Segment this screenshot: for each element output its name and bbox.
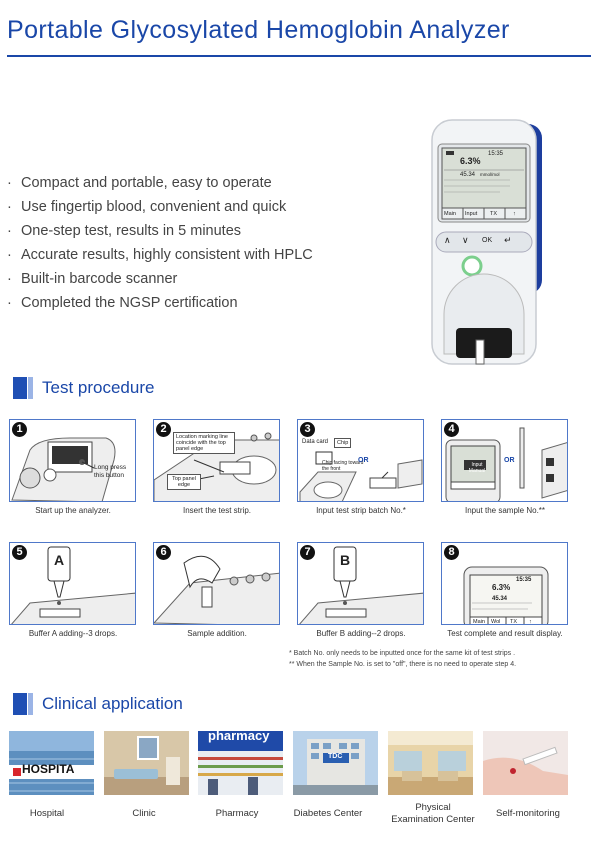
step-1-illustration: 1 Long press this button (9, 419, 136, 502)
step-4-illustration: 4 Input Manual OR (441, 419, 568, 502)
feature-item: ·Accurate results, highly consistent wit… (7, 247, 313, 263)
clinic-label: Clinic (132, 808, 156, 819)
step-8-illustration: 8 15:35 6.3% 45.34 Main Wol TX ↑ (441, 542, 568, 625)
pharmacy-label: Pharmacy (215, 808, 259, 819)
step-5-bottle-label: A (54, 552, 65, 568)
step-5-illustration: 5 A (9, 542, 136, 625)
step-2-callout-edge: Top panel edge (167, 474, 201, 490)
device-screen-time: 15:35 (488, 151, 504, 157)
device-softkey: ↑ (513, 211, 516, 217)
step-1-caption: Start up the analyzer. (35, 506, 111, 515)
step-3-callout-card: Data card (302, 439, 329, 445)
feature-item: ·Use fingertip blood, convenient and qui… (7, 199, 287, 215)
device-key: ∨ (462, 235, 469, 245)
step-7-bottle-label: B (340, 552, 351, 568)
device-key: ↵ (504, 235, 512, 245)
analyzer-device-image: 15:35 6.3% 45.34 mmol/mol Main Input TX … (430, 118, 546, 366)
step-7-caption: Buffer B adding--2 drops. (316, 629, 406, 638)
hospital-sign: HOSPITA (22, 762, 75, 776)
step-4-screen-text: Input Manual (468, 462, 486, 474)
pharmacy-sign: pharmacy (208, 731, 270, 743)
device-screen-result: 6.3% (460, 156, 481, 166)
step-2-illustration: 2 Location marking line coincide with th… (153, 419, 280, 502)
procedure-notes: * Batch No. only needs to be inputted on… (289, 648, 516, 670)
step-3-or: OR (358, 457, 369, 464)
physical-exam-center-photo (388, 731, 473, 795)
hospital-label: Hospital (29, 808, 65, 819)
step-7-illustration: 7 B (297, 542, 424, 625)
physical-exam-center-label: Physical Examination Center (391, 802, 475, 825)
step-2-caption: Insert the test strip. (182, 506, 252, 515)
step-number-1: 1 (12, 422, 27, 437)
step-6-caption: Sample addition. (187, 629, 247, 638)
diabetes-center-sign: TDC (328, 753, 343, 760)
step-2-callout-marking: Location marking line coincide with the … (173, 432, 235, 454)
step-8-softkey: TX (510, 619, 518, 625)
step-8-softkey: Main (473, 619, 485, 625)
device-screen-ifcc: 45.34 (460, 172, 476, 178)
step-1-callout: Long press this button (94, 464, 127, 479)
step-number-4: 4 (444, 422, 459, 437)
self-monitoring-photo (483, 731, 568, 795)
step-3-callout-chip: Chip (334, 438, 352, 448)
step-8-result: 6.3% (492, 583, 511, 592)
diabetes-center-label: Diabetes Center (293, 808, 363, 819)
device-softkey: TX (490, 211, 498, 217)
feature-item: ·Completed the NGSP certification (7, 295, 238, 311)
device-softkey: Input (465, 211, 478, 217)
step-4-or: OR (504, 457, 515, 464)
device-screen-unit: mmol/mol (480, 172, 500, 177)
feature-item: ·One-step test, results in 5 minutes (7, 223, 242, 239)
device-key: ∧ (444, 235, 451, 245)
feature-item: ·Built-in barcode scanner (7, 271, 178, 287)
step-8-softkey: Wol (491, 619, 501, 625)
page-title: Portable Glycosylated Hemoglobin Analyze… (7, 16, 510, 44)
clinic-photo (104, 731, 189, 795)
step-5-caption: Buffer A adding--3 drops. (28, 629, 118, 638)
title-underline (7, 55, 591, 57)
step-3-callout-facing: Chip facing toward the front (322, 460, 364, 472)
step-6-illustration: 6 (153, 542, 280, 625)
feature-list: ·Compact and portable, easy to operate ·… (7, 171, 313, 315)
step-number-2: 2 (156, 422, 171, 437)
device-softkey: Main (444, 211, 456, 217)
step-8-softkey: ↑ (529, 619, 532, 625)
device-key: OK (482, 237, 493, 244)
step-4-caption: Input the sample No.** (464, 506, 546, 515)
hospital-photo: HOSPITA (9, 731, 94, 795)
step-8-caption: Test complete and result display. (447, 629, 563, 638)
step-3-caption: Input test strip batch No.* (316, 506, 406, 515)
step-8-time: 15:35 (516, 577, 532, 583)
diabetes-center-photo: TDC (293, 731, 378, 795)
note-batch: * Batch No. only needs to be inputted on… (289, 650, 516, 657)
pharmacy-photo: pharmacy (198, 731, 283, 795)
feature-item: ·Compact and portable, easy to operate (7, 175, 272, 191)
self-monitoring-label: Self-monitoring (496, 808, 560, 819)
step-number-7: 7 (300, 545, 315, 560)
note-sample: ** When the Sample No. is set to "off", … (289, 661, 517, 668)
step-3-illustration: 3 Data card Chip Chip facing toward the … (297, 419, 424, 502)
step-8-ifcc: 45.34 (492, 596, 508, 602)
step-number-8: 8 (444, 545, 459, 560)
step-number-6: 6 (156, 545, 171, 560)
step-number-3: 3 (300, 422, 315, 437)
step-number-5: 5 (12, 545, 27, 560)
